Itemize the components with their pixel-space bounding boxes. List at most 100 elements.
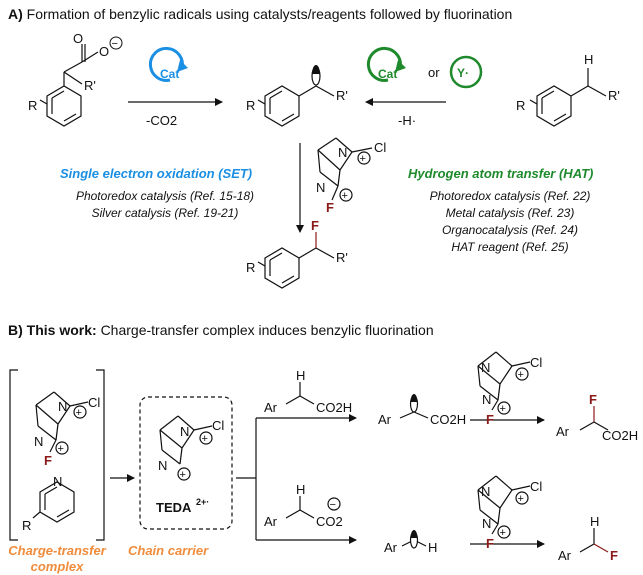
charge-plus-ctc2: + [58,443,64,455]
atom-n-bot2: N [482,516,491,531]
atom-ar-bottom-sub: Ar [264,514,278,529]
carboxy-radical-top [399,394,429,419]
atom-n-ctc1: N [58,399,67,414]
part-a-title: Formation of benzylic radicals using cat… [26,6,513,22]
atom-rp-left: R' [84,78,96,93]
charge-plus-bot1: + [518,493,524,505]
benzyl-radical-bottom [401,530,427,549]
atom-h-bottom-radical: H [428,540,437,555]
charge-plus-teda2: + [180,469,186,481]
atom-f-top-reagent: F [486,412,494,427]
charge-plus-bot2: + [500,527,506,539]
teda-charge: 2+· [196,497,209,507]
atom-h-right: H [584,52,593,67]
atom-r-product: R [246,260,255,275]
part-a-letter: A) [8,6,23,22]
charge-plus-ctc1: + [76,407,82,419]
atom-r-left: R [28,98,37,113]
atom-n-teda1: N [180,424,189,439]
pyridine-ctc [32,481,75,523]
charge-plus-a2: + [342,190,348,202]
co2-bottom-sub: CO2 [316,514,343,529]
hat-refs: Photoredox catalysis (Ref. 22) Metal cat… [400,188,620,256]
atom-n-pyridine: N [53,474,62,489]
part-b-title: Charge-transfer complex induces benzylic… [100,322,434,338]
hat-ref-4: HAT reagent (Ref. 25) [451,240,569,254]
carrier-label: Chain carrier [128,543,209,558]
chain-carrier-box [139,396,233,530]
condition-h: -H· [398,113,416,128]
co2h-top-product: CO2H [602,428,638,443]
charge-plus-top1: + [518,369,524,381]
arylacetic-acid-top [285,382,315,405]
carboxylate-substrate [39,44,99,127]
atom-n-teda2: N [158,458,167,473]
alkyl-arene-substrate [529,68,607,127]
atom-n-bot1: N [481,484,490,499]
atom-n-top1: N [481,360,490,375]
atom-h-bottom-product: H [590,514,599,529]
co2h-top-sub: CO2H [316,400,352,415]
atom-rp-radical: R' [336,88,348,103]
cat-cycle-arrow-right [366,46,402,82]
hat-ref-1: Photoredox catalysis (Ref. 22) [429,189,591,203]
cat-label-right: Cat [378,67,397,81]
hat-title: Hydrogen atom transfer (HAT) [408,166,594,181]
atom-n-top2: N [482,392,491,407]
set-refs: Photoredox catalysis (Ref. 15-18) Silver… [55,188,275,222]
atom-o-right: O [99,44,109,59]
charge-minus-left: − [112,38,118,50]
teda-radical-cation [159,415,213,481]
charge-plus-top2: + [500,403,506,415]
atom-f-ctc: F [44,453,52,468]
atom-r-right: R [516,98,525,113]
atom-cl-ctc: Cl [88,395,100,410]
arylacetate-bottom [285,496,341,519]
hat-ref-3: Organocatalysis (Ref. 24) [441,223,579,237]
charge-plus-a1: + [360,153,366,165]
selectfluor-ctc [35,391,89,455]
atom-f-a: F [326,200,334,215]
atom-cl-top: Cl [530,355,542,370]
atom-cl-bot: Cl [530,479,542,494]
atom-n-a1: N [338,145,347,160]
atom-ar-top-sub: Ar [264,400,278,415]
part-b-header: B) This work: Charge-transfer complex in… [8,322,434,338]
atom-r-radical: R [246,98,255,113]
atom-f-bot-reagent: F [486,536,494,551]
charge-plus-teda1: + [202,433,208,445]
hat-ref-2: Metal catalysis (Ref. 23) [445,206,575,220]
atom-n-a2: N [316,180,325,195]
charge-minus-bottom: − [330,499,336,511]
atom-f-bottom-product: F [610,548,618,563]
atom-ar-bottom-radical: Ar [384,540,398,555]
co2h-top-radical: CO2H [430,412,466,427]
atom-n-ctc2: N [34,434,43,449]
y-reagent-circle [449,55,483,89]
atom-ar-bottom-product: Ar [558,548,572,563]
atom-cl-teda: Cl [212,418,224,433]
atom-r-pyridine: R [22,518,31,533]
condition-co2: -CO2 [146,113,177,128]
bracket-right [96,369,105,541]
atom-o-top: O [73,31,83,46]
atom-f-top-product: F [589,392,597,407]
part-a-header: A) Formation of benzylic radicals using … [8,6,512,22]
bracket-left [9,369,18,541]
set-title: Single electron oxidation (SET) [60,166,253,181]
cat-label-left: Cat [160,67,179,81]
atom-ar-top-product: Ar [556,424,570,439]
or-label: or [428,65,440,80]
part-b-letter: B) This work: [8,322,97,338]
fluorinated-acid-product [579,406,609,431]
fluorinated-product-a [257,232,335,289]
teda-label: TEDA [156,500,192,515]
atom-h-bottom-sub: H [296,482,305,497]
atom-cl-a: Cl [374,140,386,155]
selectfluor-top [477,351,531,415]
atom-h-top-sub: H [296,368,305,383]
set-ref-2: Silver catalysis (Ref. 19-21) [91,206,239,220]
atom-ar-top-radical: Ar [378,412,392,427]
selectfluor-bottom [477,475,531,539]
